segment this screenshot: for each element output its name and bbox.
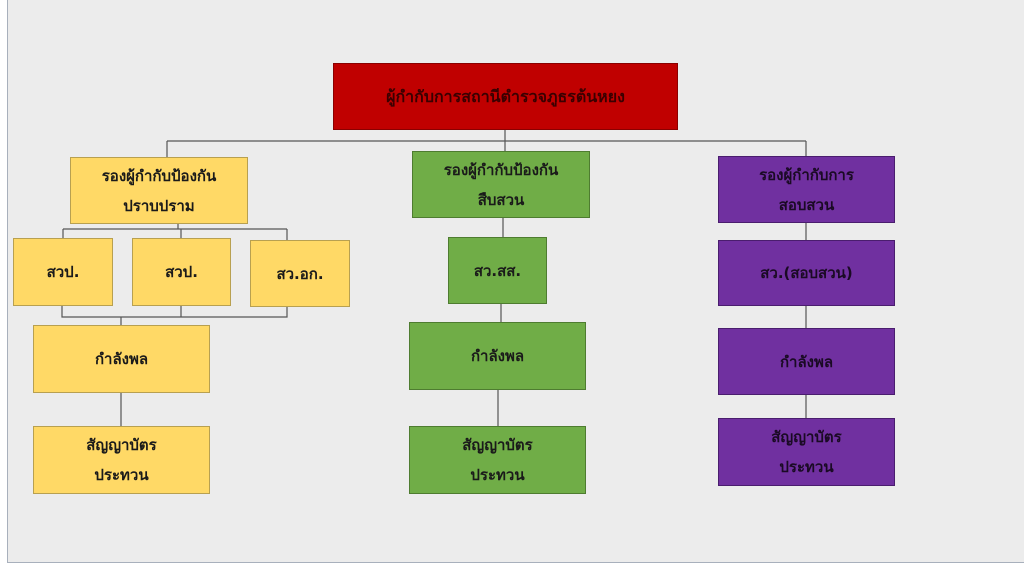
deputy-inquiry-box: รองผู้กำกับการ สอบสวน: [718, 156, 895, 223]
deputy-suppression-box: รองผู้กำกับป้องกัน ปราบปราม: [70, 157, 248, 224]
left-contract-box: สัญญาบัตร ประทวน: [33, 426, 210, 494]
inspector-box-2: สวป.: [132, 238, 231, 306]
right-staff-box: กำลังพล: [718, 328, 895, 395]
inspector-admin-box: สว.อก.: [250, 240, 350, 307]
middle-contract-box: สัญญาบัตร ประทวน: [409, 426, 586, 494]
inspector-box-1: สวป.: [13, 238, 113, 306]
deputy-investigation-box: รองผู้กำกับป้องกัน สืบสวน: [412, 151, 590, 218]
left-staff-box: กำลังพล: [33, 325, 210, 393]
investigation-inspector-box: สว.สส.: [448, 237, 547, 304]
inquiry-inspector-box: สว.(สอบสวน): [718, 240, 895, 306]
middle-staff-box: กำลังพล: [409, 322, 586, 390]
right-contract-box: สัญญาบัตร ประทวน: [718, 418, 895, 486]
chief-box: ผู้กำกับการสถานีตำรวจภูธรต้นหยง: [333, 63, 678, 130]
